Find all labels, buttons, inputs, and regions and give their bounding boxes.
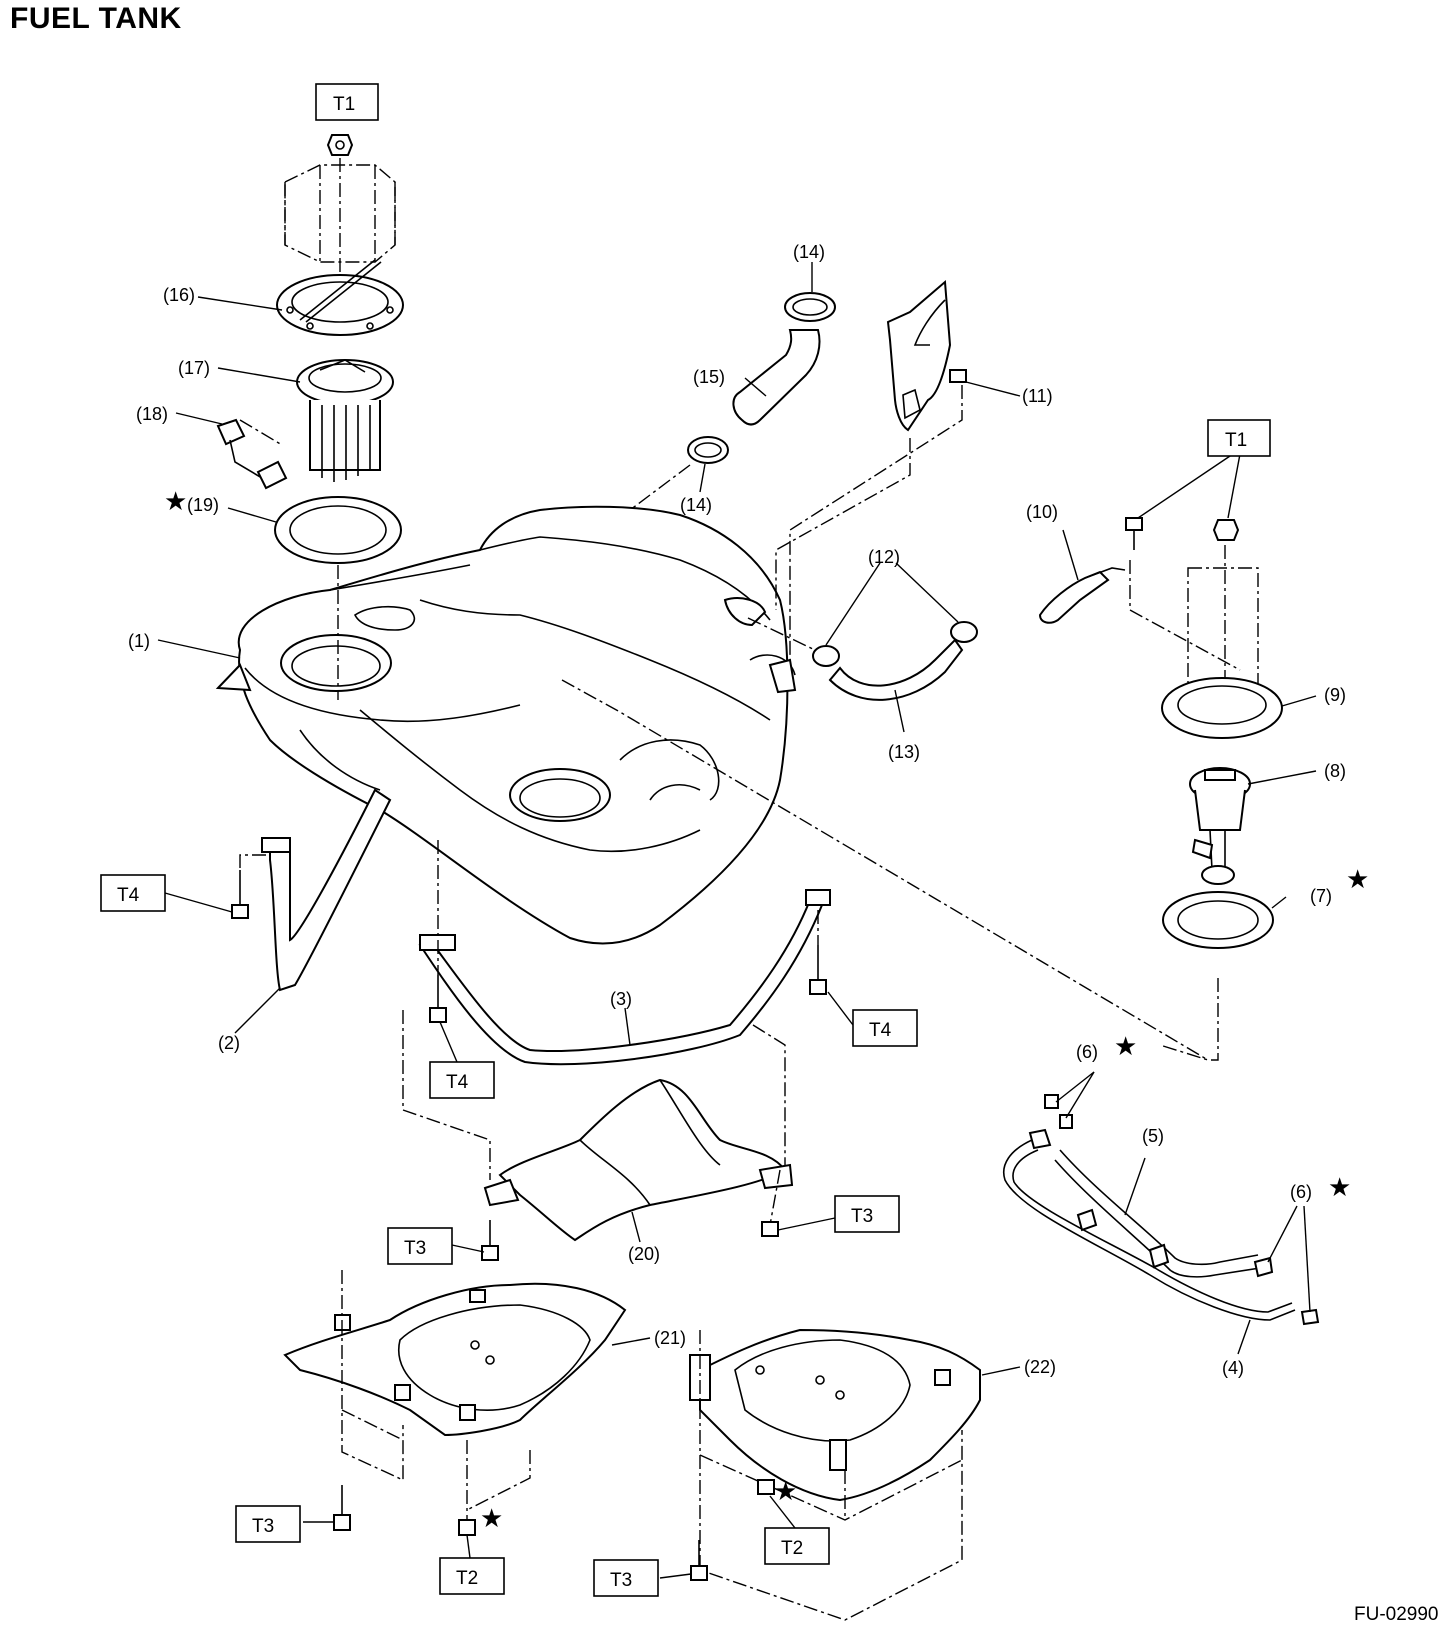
bolt-t3-shield [481,1220,499,1261]
callout-2: (2) [218,1033,240,1053]
page-title: FUEL TANK [10,2,182,35]
torque-box-t3-cover22: T3 [593,1559,659,1597]
star-icon: ★ [1346,864,1369,894]
part-21-cover [283,1282,627,1437]
torque-label: T4 [117,885,140,906]
part-18-level-sensor [216,418,288,490]
torque-box-t3-cover21: T3 [235,1505,301,1543]
part-14-clamp-bottom [687,436,729,464]
callout-11: (11) [1022,386,1053,406]
part-10-bracket [1038,567,1126,624]
part-14-clamp-top [784,292,836,322]
nut-t1-right [1212,519,1240,541]
part-13-hose [828,638,964,701]
torque-label: T3 [610,1570,632,1591]
callout-8: (8) [1324,761,1346,781]
fuel-tank-body [215,505,797,945]
part-5-fuel-line [1054,1149,1261,1278]
callout-4: (4) [1222,1358,1244,1378]
torque-box-t3-shield-left: T3 [387,1227,453,1265]
torque-label: T2 [781,1538,803,1559]
callout-9: (9) [1324,685,1346,705]
callout-13: (13) [888,742,920,762]
part-9-cover [1161,677,1283,739]
figure-id: FU-02990 [1354,1604,1439,1625]
star-markers: ★ ★ ★ ★ ★ ★ [164,486,1369,1533]
part-4-fuel-line [1003,1139,1296,1321]
callout-6-lower: (6) [1290,1182,1312,1202]
torque-label: T1 [333,94,355,115]
torque-label: T4 [446,1072,469,1093]
torque-box-t2-cover22: T2 [764,1527,830,1565]
nut-t2-cover22 [757,1479,775,1495]
callout-22: (22) [1024,1357,1056,1377]
star-icon: ★ [1114,1031,1137,1061]
part-12-clamp-right [950,621,978,643]
star-icon: ★ [1328,1172,1351,1202]
callout-1: (1) [128,631,150,651]
nut-t3-shield [761,1221,779,1237]
part-8-sub-pump [1189,767,1251,885]
bolt-t4-left [231,870,249,919]
callout-14-top: (14) [793,242,825,262]
torque-box-t4-right: T4 [852,1009,918,1047]
torque-label: T3 [851,1206,873,1227]
callout-18: (18) [136,404,168,424]
torque-label: T2 [456,1568,478,1589]
part-2-strap [261,788,392,992]
part-3-strap [418,889,831,1066]
callout-19: (19) [187,495,219,515]
part-12-clamp-left [812,645,840,667]
torque-label: T3 [404,1238,426,1259]
bolt-t3-cover21 [333,1485,351,1531]
part-16-cover [276,164,404,336]
callout-21: (21) [654,1328,686,1348]
torque-box-t1-left: T1 [315,83,379,121]
torque-label: T3 [252,1516,274,1537]
callout-3: (3) [610,989,632,1009]
callout-20: (20) [628,1244,660,1264]
callout-15: (15) [693,367,725,387]
torque-box-t1-right: T1 [1207,419,1271,457]
bolt-t3-cover22 [690,1540,708,1581]
part-20-heat-shield [483,1078,794,1242]
star-icon: ★ [480,1503,503,1533]
part-6-connectors-lower [1253,1256,1320,1326]
star-icon: ★ [164,486,187,516]
callout-12: (12) [868,547,900,567]
callout-14-bottom: (14) [680,495,712,515]
callout-5: (5) [1142,1126,1164,1146]
callout-17: (17) [178,358,210,378]
torque-box-t4-middle: T4 [429,1061,495,1099]
torque-box-t4-left: T4 [100,874,166,912]
callout-6-upper: (6) [1076,1042,1098,1062]
part-6-connectors-upper [1028,1094,1073,1150]
star-icon: ★ [774,1476,797,1506]
bolt-t1-right [1125,517,1143,550]
part-11-bracket [886,279,967,432]
callout-10: (10) [1026,502,1058,522]
part-7-gasket [1162,891,1274,949]
leader-lines [157,262,1317,1579]
part-17-fuel-pump [296,359,394,482]
bolt-t4-right [809,945,827,995]
bolt-t4-middle [429,975,447,1023]
nut-t1-left [326,134,354,156]
part-22-cover [689,1328,981,1502]
callout-labels: (16) (17) (18) (19) (1) (2) (3) (14) (15… [128,242,1346,1378]
torque-label: T4 [869,1020,892,1041]
callout-7: (7) [1310,886,1332,906]
part-19-gasket [274,496,402,564]
part-15-hose [732,329,821,426]
torque-box-t2-cover21: T2 [439,1557,505,1595]
nut-t2-cover21 [458,1519,476,1536]
callout-16: (16) [163,285,195,305]
torque-box-t3-shield-right: T3 [834,1195,900,1233]
torque-label: T1 [1225,430,1247,451]
